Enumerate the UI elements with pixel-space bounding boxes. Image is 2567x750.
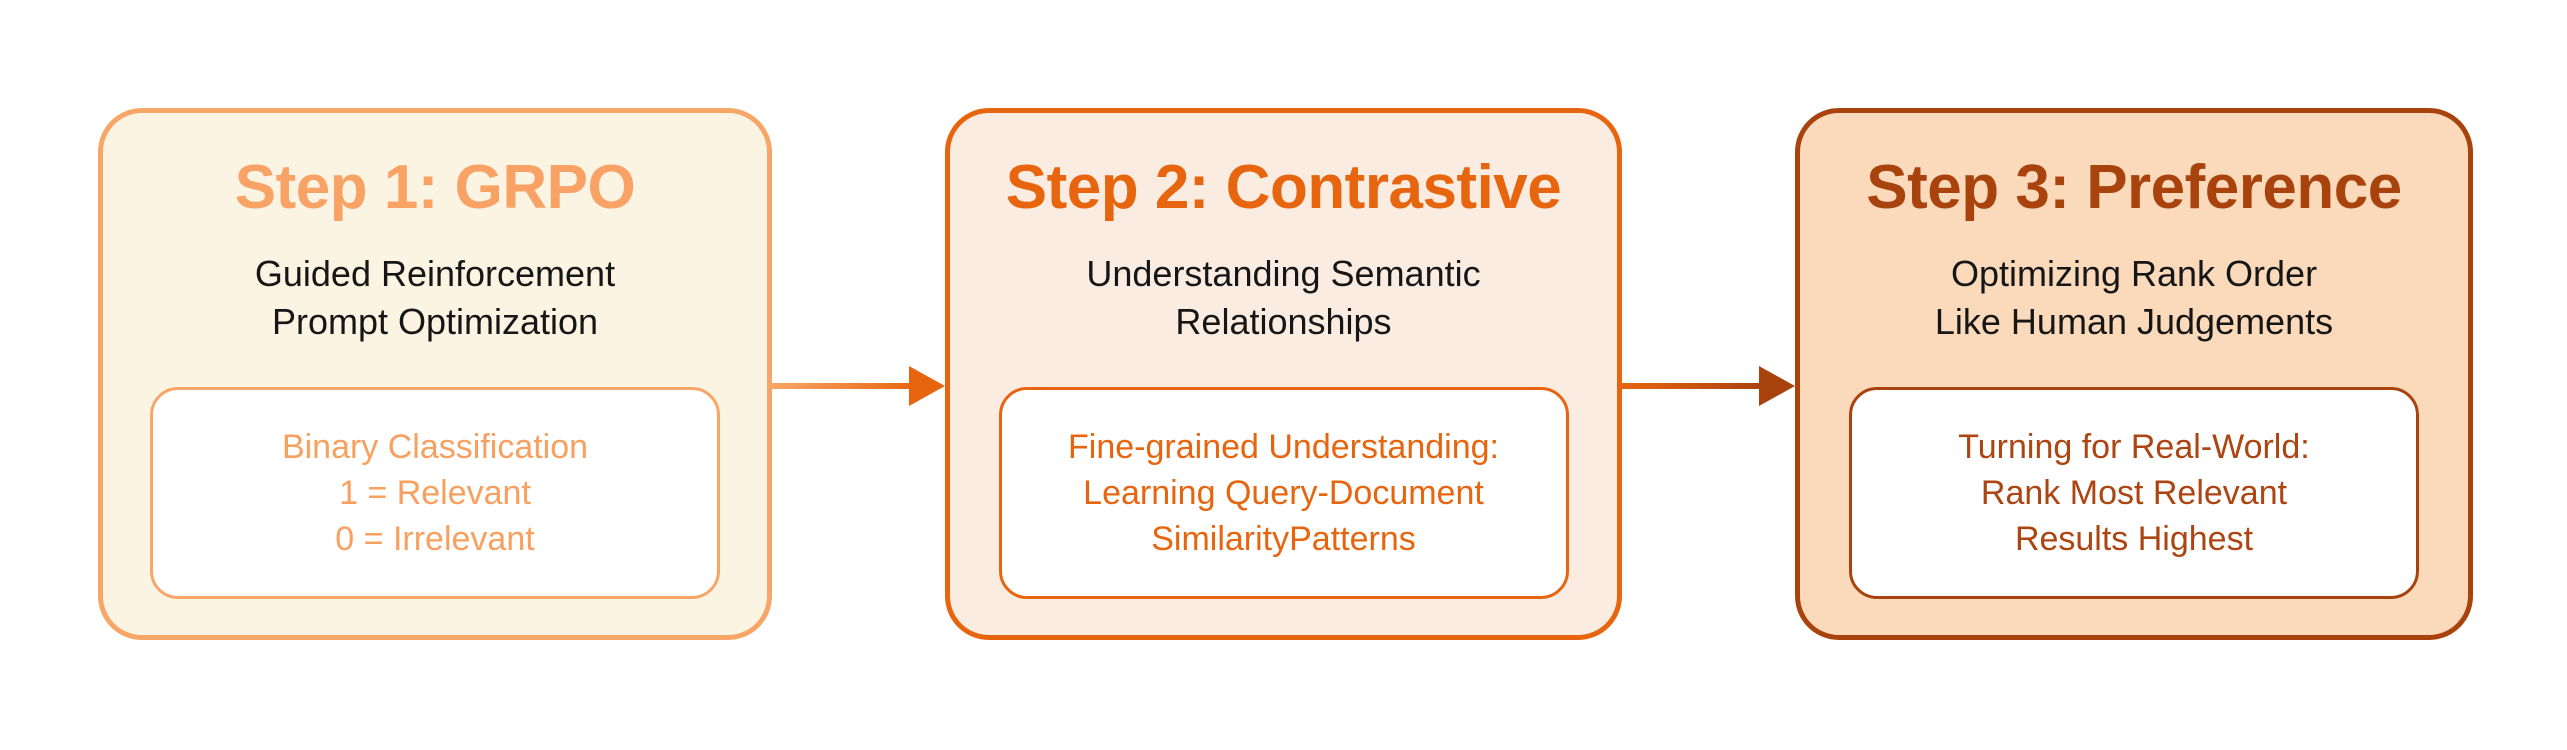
arrow-head-icon	[909, 366, 945, 406]
step-3-detail-box: Turning for Real-World: Rank Most Relevan…	[1849, 387, 2419, 599]
detail-line: 0 = Irrelevant	[335, 520, 535, 559]
subtitle-line: Like Human Judgements	[1934, 300, 2334, 342]
step-1-title: Step 1: GRPO	[234, 153, 636, 222]
detail-line: Rank Most Relevant	[1980, 473, 2288, 512]
arrow-line	[772, 383, 914, 389]
step-1-detail-box: Binary Classification 1 = Relevant 0 = Irr…	[150, 387, 720, 599]
subtitle-line: Optimizing Rank Order	[1950, 253, 2318, 295]
arrow-head-icon	[1759, 366, 1795, 406]
detail-line: SimilarityPatterns	[1151, 520, 1416, 559]
subtitle-line: Guided Reinforcement	[254, 253, 616, 295]
detail-line: Results Highest	[2014, 520, 2254, 559]
detail-line: 1 = Relevant	[339, 473, 531, 512]
flow-arrow-2	[1622, 366, 1795, 406]
step-3-title: Step 3: Preference	[1866, 153, 2402, 222]
detail-line: Fine-grained Understanding:	[1068, 427, 1499, 466]
subtitle-line: Understanding Semantic	[1086, 253, 1481, 295]
step-card-3: Step 3: Preference Optimizing Rank Order…	[1795, 108, 2473, 640]
step-2-title: Step 2: Contrastive	[1005, 153, 1562, 222]
step-2-detail-box: Fine-grained Understanding: Learning Quer…	[998, 387, 1569, 599]
arrow-line	[1622, 383, 1764, 389]
subtitle-line: Prompt Optimization	[271, 300, 599, 342]
detail-line: Binary Classification	[281, 427, 589, 466]
detail-line: Learning Query-Document	[1083, 473, 1484, 512]
flow-arrow-1	[772, 366, 945, 406]
detail-line: Turning for Real-World:	[1958, 427, 2310, 466]
subtitle-line: Relationships	[1175, 300, 1392, 342]
step-card-2: Step 2: Contrastive Understanding Semant…	[945, 108, 1622, 640]
